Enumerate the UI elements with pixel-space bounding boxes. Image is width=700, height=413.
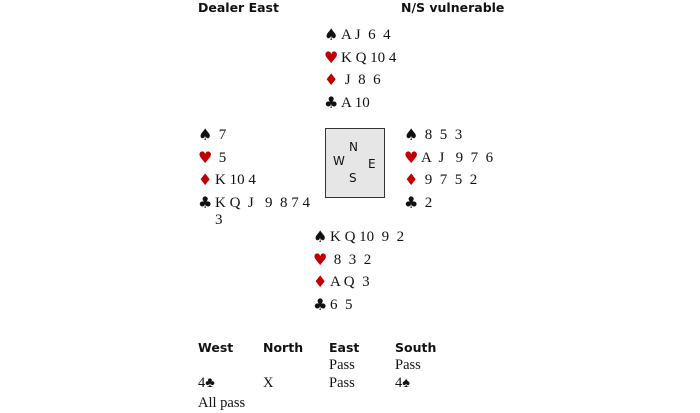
- west-spades: 7: [215, 127, 227, 144]
- club-icon: ♣: [404, 192, 419, 212]
- auction-bid: Pass: [329, 357, 355, 373]
- heart-icon: ♥: [313, 249, 328, 269]
- compass-south: S: [349, 171, 357, 185]
- north-spades: A J 6 4: [341, 27, 391, 44]
- spade-icon: ♠: [404, 125, 419, 145]
- south-hearts: 8 3 2: [330, 251, 372, 268]
- north-clubs: A 10: [341, 94, 370, 111]
- spade-icon: ♠: [313, 227, 328, 247]
- vulnerability-label: N/S vulnerable: [401, 0, 505, 15]
- auction-header-east: East: [329, 340, 360, 355]
- west-diamonds: K 10 4: [215, 172, 256, 189]
- west-clubs-continued: 3: [215, 212, 223, 229]
- east-hearts: A J 9 7 6: [421, 149, 494, 166]
- auction-bid: 4♣: [198, 375, 215, 391]
- south-clubs: 6 5: [330, 296, 353, 313]
- east-clubs: 2: [421, 194, 433, 211]
- diamond-icon: ♦: [198, 170, 213, 190]
- heart-icon: ♥: [198, 147, 213, 167]
- north-diamonds: J 8 6: [341, 72, 381, 89]
- club-icon: ♣: [324, 92, 339, 112]
- west-hearts: 5: [215, 149, 227, 166]
- east-spades: 8 5 3: [421, 127, 463, 144]
- west-clubs: K Q J 9 8 7 4: [215, 194, 311, 211]
- west-hand: ♠ 7 ♥ 5 ♦K 10 4 ♣K Q J 9 8 7 4 3: [198, 124, 310, 232]
- north-hearts: K Q 10 4: [341, 49, 397, 66]
- heart-icon: ♥: [324, 47, 339, 67]
- spade-icon: ♠: [324, 25, 339, 45]
- club-icon: ♣: [198, 192, 213, 212]
- spade-icon: ♠: [198, 125, 213, 145]
- club-icon: ♣: [313, 294, 328, 314]
- diamond-icon: ♦: [404, 170, 419, 190]
- east-diamonds: 9 7 5 2: [421, 172, 478, 189]
- diamond-icon: ♦: [313, 272, 328, 292]
- auction-header-north: North: [263, 340, 304, 355]
- south-hand: ♠K Q 10 9 2 ♥ 8 3 2 ♦A Q 3 ♣6 5: [313, 226, 404, 316]
- heart-icon: ♥: [404, 147, 419, 167]
- auction-bid: X: [263, 375, 274, 391]
- auction-bid: Pass: [395, 357, 421, 373]
- compass-east: E: [368, 157, 376, 171]
- south-spades: K Q 10 9 2: [330, 229, 405, 246]
- east-hand: ♠ 8 5 3 ♥A J 9 7 6 ♦ 9 7 5 2 ♣ 2: [404, 124, 493, 214]
- south-diamonds: A Q 3: [330, 274, 370, 291]
- compass-west: W: [333, 154, 345, 168]
- dealer-label: Dealer East: [198, 0, 279, 15]
- compass-box: N W E S: [325, 128, 385, 198]
- north-hand: ♠A J 6 4 ♥K Q 10 4 ♦ J 8 6 ♣A 10: [324, 24, 396, 114]
- auction-bid: Pass: [329, 375, 355, 391]
- auction-bid: All pass: [198, 395, 246, 411]
- auction-bid: 4♠: [395, 375, 410, 391]
- diamond-icon: ♦: [324, 70, 339, 90]
- compass-north: N: [349, 140, 358, 154]
- auction-header-west: West: [198, 340, 234, 355]
- auction-header-south: South: [395, 340, 437, 355]
